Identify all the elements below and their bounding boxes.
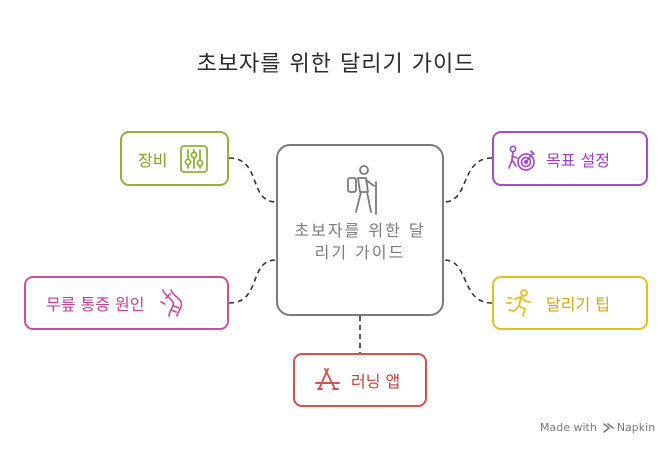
central-topic-label: 초보자를 위한 달리기 가이드 — [294, 221, 426, 262]
connector-equipment — [228, 157, 277, 203]
node-equipment: 장비 — [120, 131, 229, 186]
node-knee-pain: 무릎 통증 원인 — [24, 276, 229, 330]
napkin-logo-icon — [603, 422, 614, 433]
node-equipment-label: 장비 — [138, 150, 168, 170]
diagram-title: 초보자를 위한 달리기 가이드 — [196, 52, 476, 77]
connector-goal — [443, 157, 493, 203]
node-running-tips: 달리기 팁 — [492, 276, 648, 330]
target-person-icon — [508, 145, 535, 171]
knee-joint-icon — [159, 289, 182, 317]
connector-pain — [228, 259, 277, 304]
napkin-watermark: Made with Napkin — [540, 421, 655, 434]
node-running-tips-label: 달리기 팁 — [546, 295, 610, 314]
node-goal-setting-label: 목표 설정 — [546, 150, 610, 170]
node-running-app-label: 러닝 앱 — [351, 372, 401, 391]
node-running-app: 러닝 앱 — [293, 353, 427, 407]
equalizer-sliders-icon — [180, 144, 209, 173]
runner-icon — [506, 289, 531, 317]
connector-tips — [443, 259, 493, 304]
node-goal-setting: 목표 설정 — [492, 131, 648, 186]
central-topic-box: 초보자를 위한 달리기 가이드 — [276, 144, 444, 316]
hiker-icon — [347, 165, 377, 215]
app-store-icon — [315, 368, 340, 390]
watermark-brand: Napkin — [616, 421, 656, 434]
watermark-prefix: Made with — [540, 421, 597, 434]
node-knee-pain-label: 무릎 통증 원인 — [46, 295, 145, 314]
